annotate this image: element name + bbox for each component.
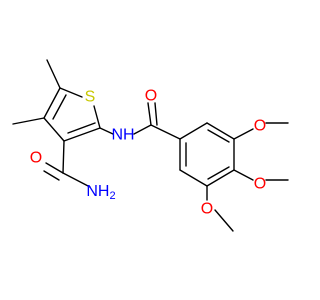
bond-amide-co [147,102,152,126]
atom-amide-nh: NH [111,127,134,144]
molecule-structure: S NH O O NH2 O O O [12,59,289,232]
atom-methoxy-oxygen-2: O [254,176,266,193]
bond-c2-nh [99,127,114,135]
atom-label-layer: S NH O O NH2 O O O [30,88,266,218]
bond-c4-methyl [12,117,45,125]
bond-ar4-ar5-inner [207,166,230,180]
bond-c5-c4 [43,87,61,119]
bond-carbonyl-n [62,172,91,188]
bond-carbonyl-o-double [43,170,60,181]
bond-c3-carbonyl [62,140,65,174]
atom-carboxamide-nh2: NH2 [86,183,115,203]
bond-ar4-o [233,169,254,181]
bond-amide-co-double [154,102,158,126]
atom-carboxamide-oxygen: O [30,150,42,167]
atom-methoxy-oxygen-1: O [254,118,266,135]
bond-ar2-ar3-inner [207,129,230,143]
bond-ar4-ar5 [206,169,235,187]
bond-c4-c3 [43,117,65,142]
bond-c3-c2-inner [67,122,96,134]
bond-c3-c2 [63,127,101,142]
bond-c2-s [93,105,101,129]
bond-ar5-ar6 [179,169,208,187]
bond-nh-carbonyl [133,124,152,135]
bond-carbonyl-aryl [150,124,181,140]
atom-amide-oxygen: O [145,88,157,105]
bond-c5-methyl [46,59,61,89]
bond-ar2-ar3 [206,122,235,140]
bond-s-c5 [59,87,83,98]
bond-carbonyl-o [45,162,64,174]
bond-ar3-o [233,128,254,140]
bond-ar1-ar2 [179,122,208,140]
bond-layer [12,59,289,232]
atom-methoxy-oxygen-3: O [201,201,213,218]
bond-c5-c4-inner [52,94,67,120]
bond-o-me-bottom [214,209,234,232]
atom-sulfur: S [85,89,96,106]
